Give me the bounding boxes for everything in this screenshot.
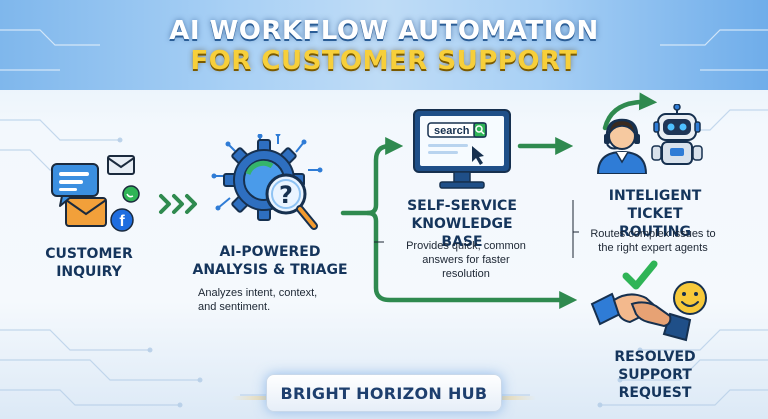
routing-desc-line2: the right expert agents: [598, 242, 708, 254]
routing-desc-line1: Routes complex issues to: [590, 228, 716, 240]
svg-text:?: ?: [279, 181, 293, 209]
self-service-desc-line1: Provides quick, common: [406, 240, 526, 252]
inquiry-title: CUSTOMER INQUIRY: [34, 245, 144, 281]
chevron-arrows-icon: [159, 194, 197, 214]
analysis-desc-line2: and sentiment.: [198, 301, 271, 313]
handshake-icon: [590, 260, 707, 342]
self-service-title: SELF-SERVICE KNOWLEDGE BASE: [390, 197, 534, 251]
facebook-icon: f: [110, 208, 134, 232]
page-title-line2: FOR CUSTOMER SUPPORT: [190, 46, 578, 76]
routing-description: Routes complex issues to the right exper…: [578, 227, 728, 255]
brand-badge: BRIGHT HORIZON HUB: [266, 374, 502, 412]
agent-headset-icon: [596, 118, 648, 174]
inquiry-title-line1: CUSTOMER: [45, 246, 133, 262]
monitor-icon: search: [413, 109, 511, 189]
whatsapp-icon: [122, 185, 140, 203]
gear-brain-icon: ?: [211, 134, 323, 230]
self-service-desc-line2: answers for faster: [422, 254, 510, 266]
customer-inquiry-icon: f: [51, 155, 140, 232]
robot-icon: [651, 104, 703, 165]
header-band: [0, 0, 768, 90]
routing-bracket: [572, 200, 579, 258]
magnifier-icon: ?: [265, 173, 318, 230]
brand-name: BRIGHT HORIZON HUB: [280, 383, 488, 403]
analysis-desc-line1: Analyzes intent, context,: [198, 287, 318, 299]
self-service-bracket: [374, 241, 384, 243]
envelope-icon: [65, 197, 107, 227]
resolved-title: RESOLVED SUPPORT REQUEST: [580, 348, 730, 402]
branch-connector: [340, 137, 578, 309]
svg-text:f: f: [119, 213, 125, 230]
resolved-title-line2: SUPPORT REQUEST: [618, 367, 692, 401]
smiley-icon: [673, 281, 707, 315]
curved-arrow-icon: [602, 92, 658, 131]
routing-title: INTELIGENT TICKET ROUTING: [590, 187, 720, 241]
self-service-description: Provides quick, common answers for faste…: [396, 239, 536, 281]
search-box-label: search: [434, 125, 470, 137]
checkmark-icon: [622, 260, 658, 290]
self-service-title-line2: KNOWLEDGE BASE: [411, 216, 513, 250]
analysis-title-line2: ANALYSIS & TRIAGE: [192, 262, 348, 278]
analysis-description: Analyzes intent, context, and sentiment.: [198, 286, 358, 314]
analysis-title-line1: AI-POWERED: [219, 244, 321, 260]
routing-title-line1: INTELIGENT: [608, 188, 702, 204]
inquiry-title-line2: INQUIRY: [56, 264, 122, 280]
cursor-icon: [472, 146, 484, 165]
analysis-title: AI-POWERED ANALYSIS & TRIAGE: [186, 243, 354, 279]
self-service-desc-line3: resolution: [442, 268, 490, 280]
page-title-line1: AI WORKFLOW AUTOMATION: [169, 16, 599, 46]
routing-title-line2: TICKET ROUTING: [618, 206, 692, 240]
chat-bubble-icon: [51, 163, 99, 207]
self-service-title-line1: SELF-SERVICE: [407, 198, 517, 214]
resolved-title-line1: RESOLVED: [614, 349, 696, 365]
